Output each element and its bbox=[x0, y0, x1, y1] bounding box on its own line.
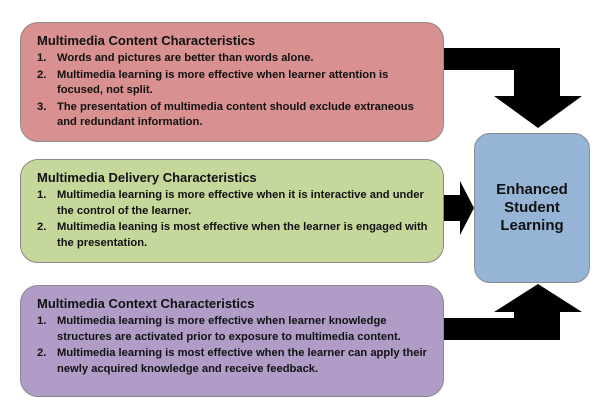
item-number: 2. bbox=[37, 347, 47, 359]
item-number: 1. bbox=[37, 52, 47, 64]
item-text: Multimedia learning is more effective wh… bbox=[57, 315, 401, 343]
list-item: 3. The presentation of multimedia content… bbox=[37, 100, 431, 131]
item-text: The presentation of multimedia content s… bbox=[57, 100, 414, 129]
item-number: 3. bbox=[37, 100, 47, 113]
enhanced-student-learning-box: Enhanced Student Learning bbox=[474, 133, 590, 283]
list-item: 2. Multimedia leaning is most effective w… bbox=[37, 220, 431, 251]
content-list: 1. Words and pictures are better than wor… bbox=[37, 51, 431, 131]
item-number: 2. bbox=[37, 221, 47, 233]
item-number: 2. bbox=[37, 68, 47, 81]
item-number: 1. bbox=[37, 315, 47, 327]
context-up-arrow bbox=[444, 284, 582, 340]
item-number: 1. bbox=[37, 189, 47, 201]
result-label: Enhanced Student Learning bbox=[496, 181, 568, 234]
item-text: Multimedia learning is more effective wh… bbox=[57, 189, 424, 217]
content-box-title: Multimedia Content Characteristics bbox=[37, 33, 256, 48]
context-box-title: Multimedia Context Characteristics bbox=[37, 296, 255, 311]
list-item: 2. Multimedia learning is most effective … bbox=[37, 346, 431, 377]
item-text: Words and pictures are better than words… bbox=[57, 52, 314, 64]
context-list: 1. Multimedia learning is more effective … bbox=[37, 314, 431, 377]
content-arrow bbox=[444, 48, 582, 128]
item-text: Multimedia learning is more effective wh… bbox=[57, 68, 389, 97]
item-text: Multimedia leaning is most effective whe… bbox=[57, 221, 428, 249]
item-text: Multimedia learning is most effective wh… bbox=[57, 347, 427, 375]
content-characteristics-box: Multimedia Content Characteristics 1. Wor… bbox=[20, 22, 444, 142]
list-item: 1. Multimedia learning is more effective … bbox=[37, 314, 431, 345]
list-item: 1. Multimedia learning is more effective … bbox=[37, 188, 431, 219]
delivery-characteristics-box: Multimedia Delivery Characteristics 1. Mu… bbox=[20, 159, 444, 263]
list-item: 2. Multimedia learning is more effective … bbox=[37, 68, 431, 99]
delivery-box-title: Multimedia Delivery Characteristics bbox=[37, 170, 257, 185]
delivery-arrow bbox=[444, 181, 474, 235]
list-item: 1. Words and pictures are better than wor… bbox=[37, 51, 431, 67]
context-characteristics-box: Multimedia Context Characteristics 1. Mul… bbox=[20, 285, 444, 397]
delivery-list: 1. Multimedia learning is more effective … bbox=[37, 188, 431, 251]
